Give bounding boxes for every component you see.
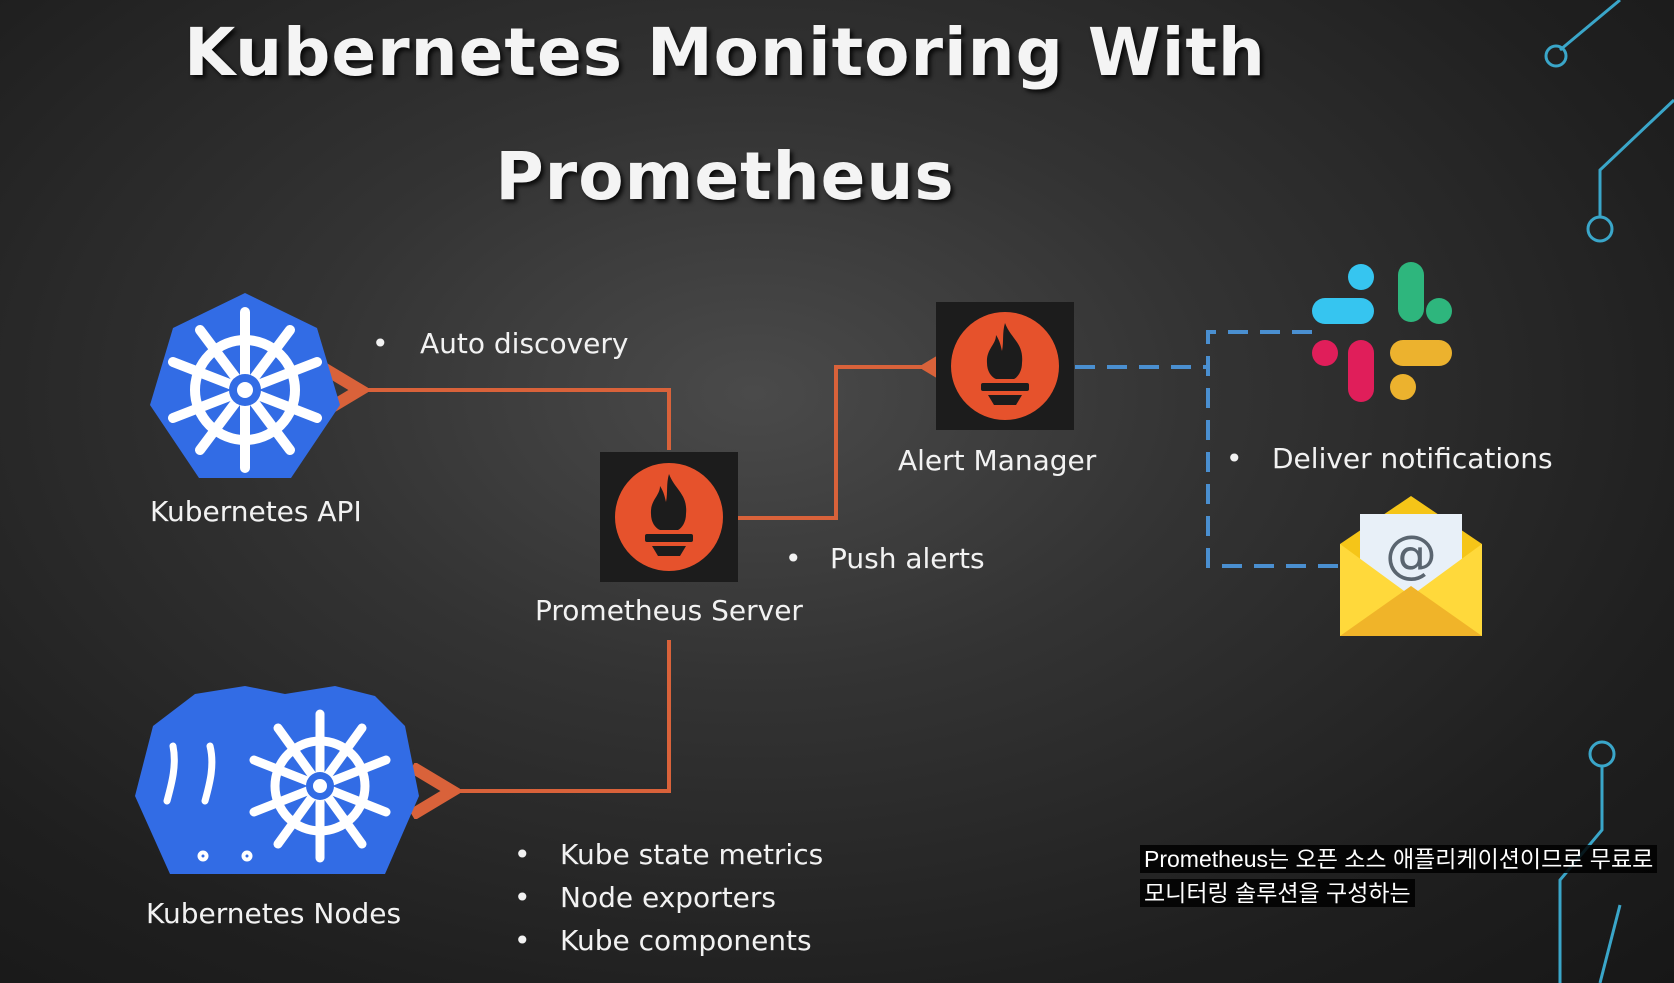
push-alerts-label: Push alerts — [830, 542, 985, 575]
video-subtitle-caption: Prometheus는 오픈 소스 애플리케이션이므로 무료로 모니터링 솔루션… — [1140, 842, 1674, 910]
arrow-to-kubernetes-nodes — [452, 640, 671, 791]
email-envelope-icon: @ — [1340, 496, 1482, 636]
deliver-notifications-label: Deliver notifications — [1272, 442, 1553, 475]
bullet-dot: • — [785, 542, 802, 575]
kubernetes-helm-icon — [145, 290, 345, 490]
alert-manager-label: Alert Manager — [898, 444, 1097, 477]
auto-discovery-label: Auto discovery — [420, 327, 629, 360]
dashed-notification-lines — [1075, 330, 1338, 568]
arrow-to-alert-manager — [738, 367, 930, 520]
kubernetes-nodes-label: Kubernetes Nodes — [146, 897, 402, 930]
subtitle-line2: 모니터링 솔루션을 구성하는 — [1140, 879, 1415, 907]
prometheus-flame-icon — [600, 452, 738, 582]
kubernetes-api-label: Kubernetes API — [150, 495, 362, 528]
arrow-to-kubernetes-api — [360, 390, 671, 450]
bullet-dot: • — [1226, 442, 1243, 475]
svg-text:@: @ — [1385, 525, 1437, 585]
circuit-decoration-top — [1544, 0, 1674, 243]
list-item: Node exporters — [560, 881, 777, 914]
list-item: Kube state metrics — [560, 838, 824, 871]
alert-manager-icon — [936, 302, 1074, 430]
bullet-dot: • — [514, 838, 531, 871]
subtitle-line1: Prometheus는 오픈 소스 애플리케이션이므로 무료로 — [1140, 845, 1658, 873]
slide-title-line2: Prometheus — [495, 138, 955, 215]
prometheus-server-label: Prometheus Server — [535, 594, 803, 627]
list-item: Kube components — [560, 924, 812, 957]
bullet-dot: • — [514, 881, 531, 914]
kubernetes-nodes-icon — [135, 686, 420, 882]
bullet-dot: • — [372, 327, 389, 360]
slack-icon — [1312, 262, 1452, 402]
slide-title-line1: Kubernetes Monitoring With — [184, 14, 1266, 91]
bullet-dot: • — [514, 924, 531, 957]
